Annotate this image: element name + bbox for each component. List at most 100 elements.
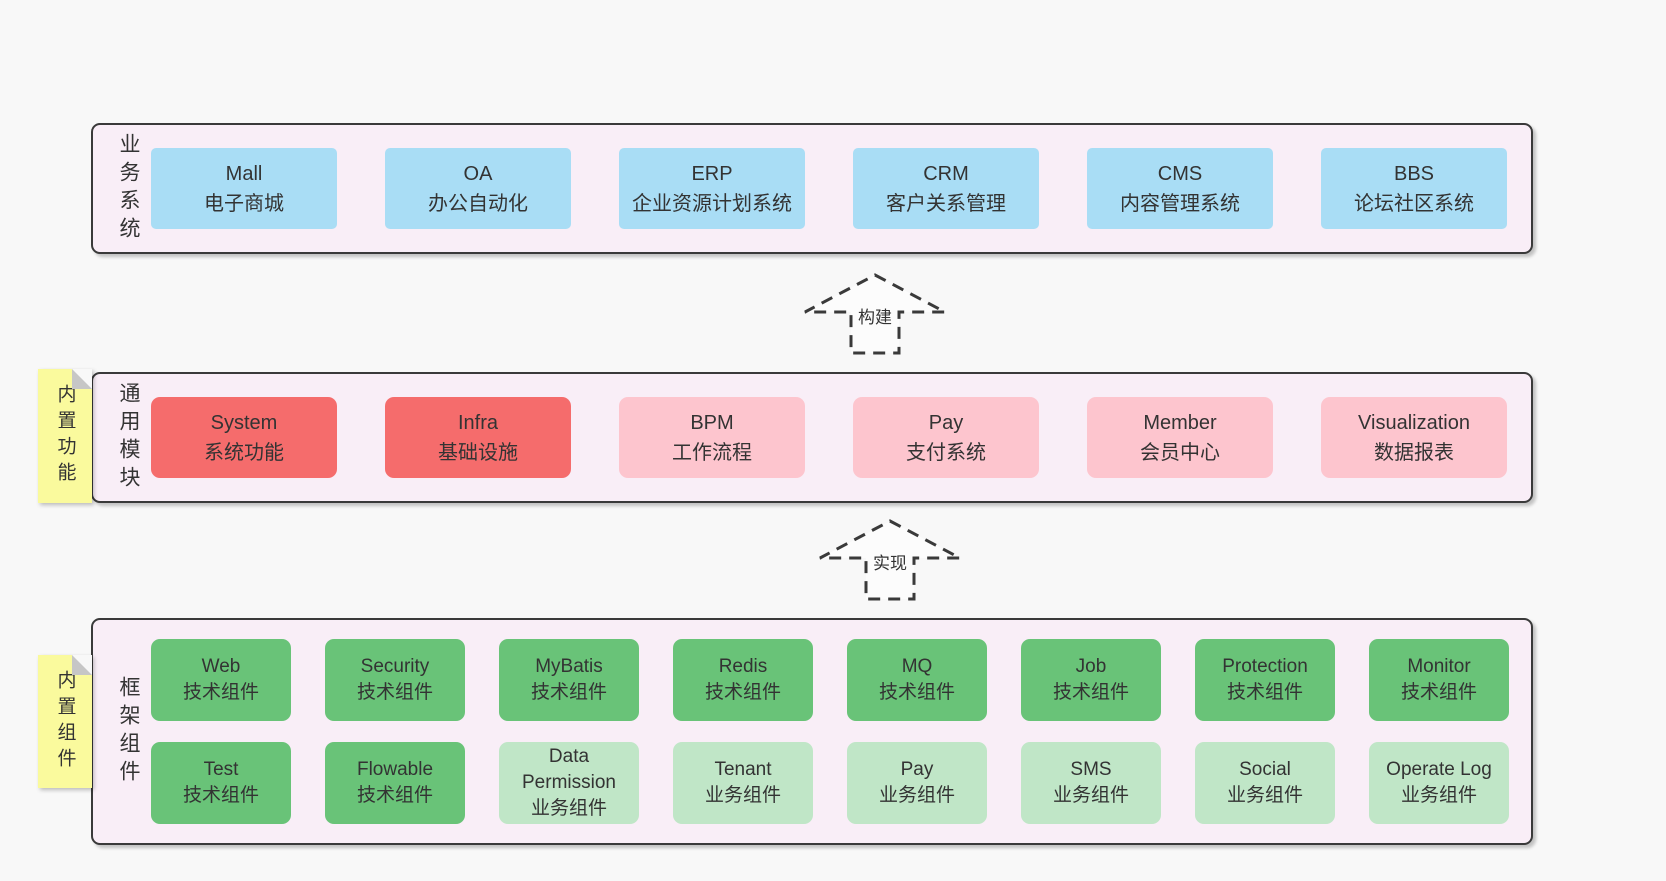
box-title: Data Permission: [522, 746, 616, 793]
box-subtitle: 数据报表: [1374, 441, 1454, 464]
system-box-cms: CMS 内容管理系统: [1087, 148, 1273, 229]
box-subtitle: 业务组件: [878, 785, 955, 806]
component-box-operate-log: Operate Log 业务组件: [1369, 742, 1509, 824]
implement-arrow: 实现: [817, 518, 963, 602]
module-box-member: Member 会员中心: [1087, 397, 1273, 478]
box-title: System: [210, 411, 278, 434]
component-box-job: Job 技术组件: [1021, 639, 1161, 721]
box-subtitle: 支付系统: [906, 441, 986, 464]
component-box-tenant: Tenant 业务组件: [673, 742, 813, 824]
box-subtitle: 客户关系管理: [886, 192, 1006, 215]
box-subtitle: 业务组件: [1400, 785, 1477, 806]
module-box-visualization: Visualization 数据报表: [1321, 397, 1507, 478]
box-subtitle: 业务组件: [704, 785, 781, 806]
box-title: CRM: [923, 162, 969, 185]
framework-components-row-1: Web 技术组件 Security 技术组件 MyBatis 技术组件 Redi…: [151, 639, 1509, 721]
box-subtitle: 技术组件: [878, 682, 955, 703]
box-title: MQ: [901, 656, 933, 677]
framework-components-rows: Web 技术组件 Security 技术组件 MyBatis 技术组件 Redi…: [151, 639, 1509, 824]
box-subtitle: 工作流程: [672, 441, 752, 464]
box-title: CMS: [1157, 162, 1203, 185]
box-subtitle: 技术组件: [182, 785, 259, 806]
box-subtitle: 电子商城: [204, 192, 284, 215]
box-title: Mall: [225, 162, 263, 185]
box-title: ERP: [691, 162, 733, 185]
band-business-systems-label: 业务系统: [117, 132, 140, 245]
component-box-test: Test 技术组件: [151, 742, 291, 824]
component-box-web: Web 技术组件: [151, 639, 291, 721]
band-framework-components: 框架组件 Web 技术组件 Security 技术组件 MyBatis 技术组件…: [91, 618, 1533, 845]
box-title: SMS: [1070, 759, 1112, 780]
box-subtitle: 技术组件: [1226, 682, 1303, 703]
sticky-note-label: 内置组件: [54, 669, 76, 774]
box-subtitle: 技术组件: [1052, 682, 1129, 703]
box-subtitle: 论坛社区系统: [1354, 192, 1474, 215]
business-systems-boxes: Mall 电子商城 OA 办公自动化 ERP 企业资源计划系统 CRM 客户关系…: [151, 148, 1507, 229]
box-title: Monitor: [1407, 656, 1471, 677]
box-subtitle: 技术组件: [356, 682, 433, 703]
box-title: Visualization: [1358, 411, 1470, 434]
box-title: Redis: [718, 656, 768, 677]
sticky-note-label: 内置功能: [54, 384, 76, 488]
band-business-systems: 业务系统 Mall 电子商城 OA 办公自动化 ERP 企业资源计划系统 CRM…: [91, 123, 1533, 254]
box-title: Protection: [1222, 656, 1308, 677]
box-subtitle: 系统功能: [204, 441, 284, 464]
system-box-oa: OA 办公自动化: [385, 148, 571, 229]
box-subtitle: 业务组件: [530, 798, 607, 819]
sticky-note-built-in-components: 内置组件: [38, 655, 92, 788]
component-box-mybatis: MyBatis 技术组件: [499, 639, 639, 721]
component-box-social: Social 业务组件: [1195, 742, 1335, 824]
system-box-mall: Mall 电子商城: [151, 148, 337, 229]
box-subtitle: 企业资源计划系统: [632, 192, 792, 215]
system-box-bbs: BBS 论坛社区系统: [1321, 148, 1507, 229]
build-arrow-label: 构建: [855, 303, 895, 328]
box-subtitle: 业务组件: [1052, 785, 1129, 806]
band-common-modules-label: 通用模块: [117, 381, 140, 494]
module-box-bpm: BPM 工作流程: [619, 397, 805, 478]
box-title: BPM: [690, 411, 734, 434]
module-box-pay: Pay 支付系统: [853, 397, 1039, 478]
box-subtitle: 内容管理系统: [1120, 192, 1240, 215]
component-box-monitor: Monitor 技术组件: [1369, 639, 1509, 721]
component-box-pay: Pay 业务组件: [847, 742, 987, 824]
implement-arrow-label: 实现: [870, 549, 910, 574]
box-subtitle: 业务组件: [1226, 785, 1303, 806]
box-subtitle: 会员中心: [1140, 441, 1220, 464]
box-title: Pay: [928, 411, 964, 434]
box-subtitle: 技术组件: [356, 785, 433, 806]
box-title: BBS: [1393, 162, 1435, 185]
box-title: Job: [1075, 656, 1107, 677]
box-title: Tenant: [714, 759, 772, 780]
box-title: Test: [203, 759, 239, 780]
system-box-crm: CRM 客户关系管理: [853, 148, 1039, 229]
box-title: MyBatis: [535, 656, 603, 677]
component-box-protection: Protection 技术组件: [1195, 639, 1335, 721]
module-box-infra: Infra 基础设施: [385, 397, 571, 478]
band-common-modules: 通用模块 System 系统功能 Infra 基础设施 BPM 工作流程 Pay…: [91, 372, 1533, 503]
box-title: Member: [1143, 411, 1217, 434]
box-subtitle: 技术组件: [182, 682, 259, 703]
module-box-system: System 系统功能: [151, 397, 337, 478]
component-box-mq: MQ 技术组件: [847, 639, 987, 721]
component-box-flowable: Flowable 技术组件: [325, 742, 465, 824]
box-subtitle: 基础设施: [438, 441, 518, 464]
band-framework-components-label: 框架组件: [117, 675, 140, 788]
box-title: Infra: [457, 411, 499, 434]
box-subtitle: 技术组件: [704, 682, 781, 703]
framework-components-row-2: Test 技术组件 Flowable 技术组件 Data Permission …: [151, 742, 1509, 824]
box-subtitle: 办公自动化: [428, 192, 528, 215]
build-arrow: 构建: [802, 272, 948, 356]
box-subtitle: 技术组件: [1400, 682, 1477, 703]
box-title: OA: [463, 162, 493, 185]
box-title: Flowable: [356, 759, 434, 780]
box-title: Security: [360, 656, 430, 677]
component-box-redis: Redis 技术组件: [673, 639, 813, 721]
common-modules-boxes: System 系统功能 Infra 基础设施 BPM 工作流程 Pay 支付系统…: [151, 397, 1507, 478]
component-box-sms: SMS 业务组件: [1021, 742, 1161, 824]
component-box-security: Security 技术组件: [325, 639, 465, 721]
box-title: Web: [201, 656, 241, 677]
box-subtitle: 技术组件: [530, 682, 607, 703]
box-title: Operate Log: [1386, 759, 1492, 780]
box-title: Social: [1239, 759, 1291, 780]
